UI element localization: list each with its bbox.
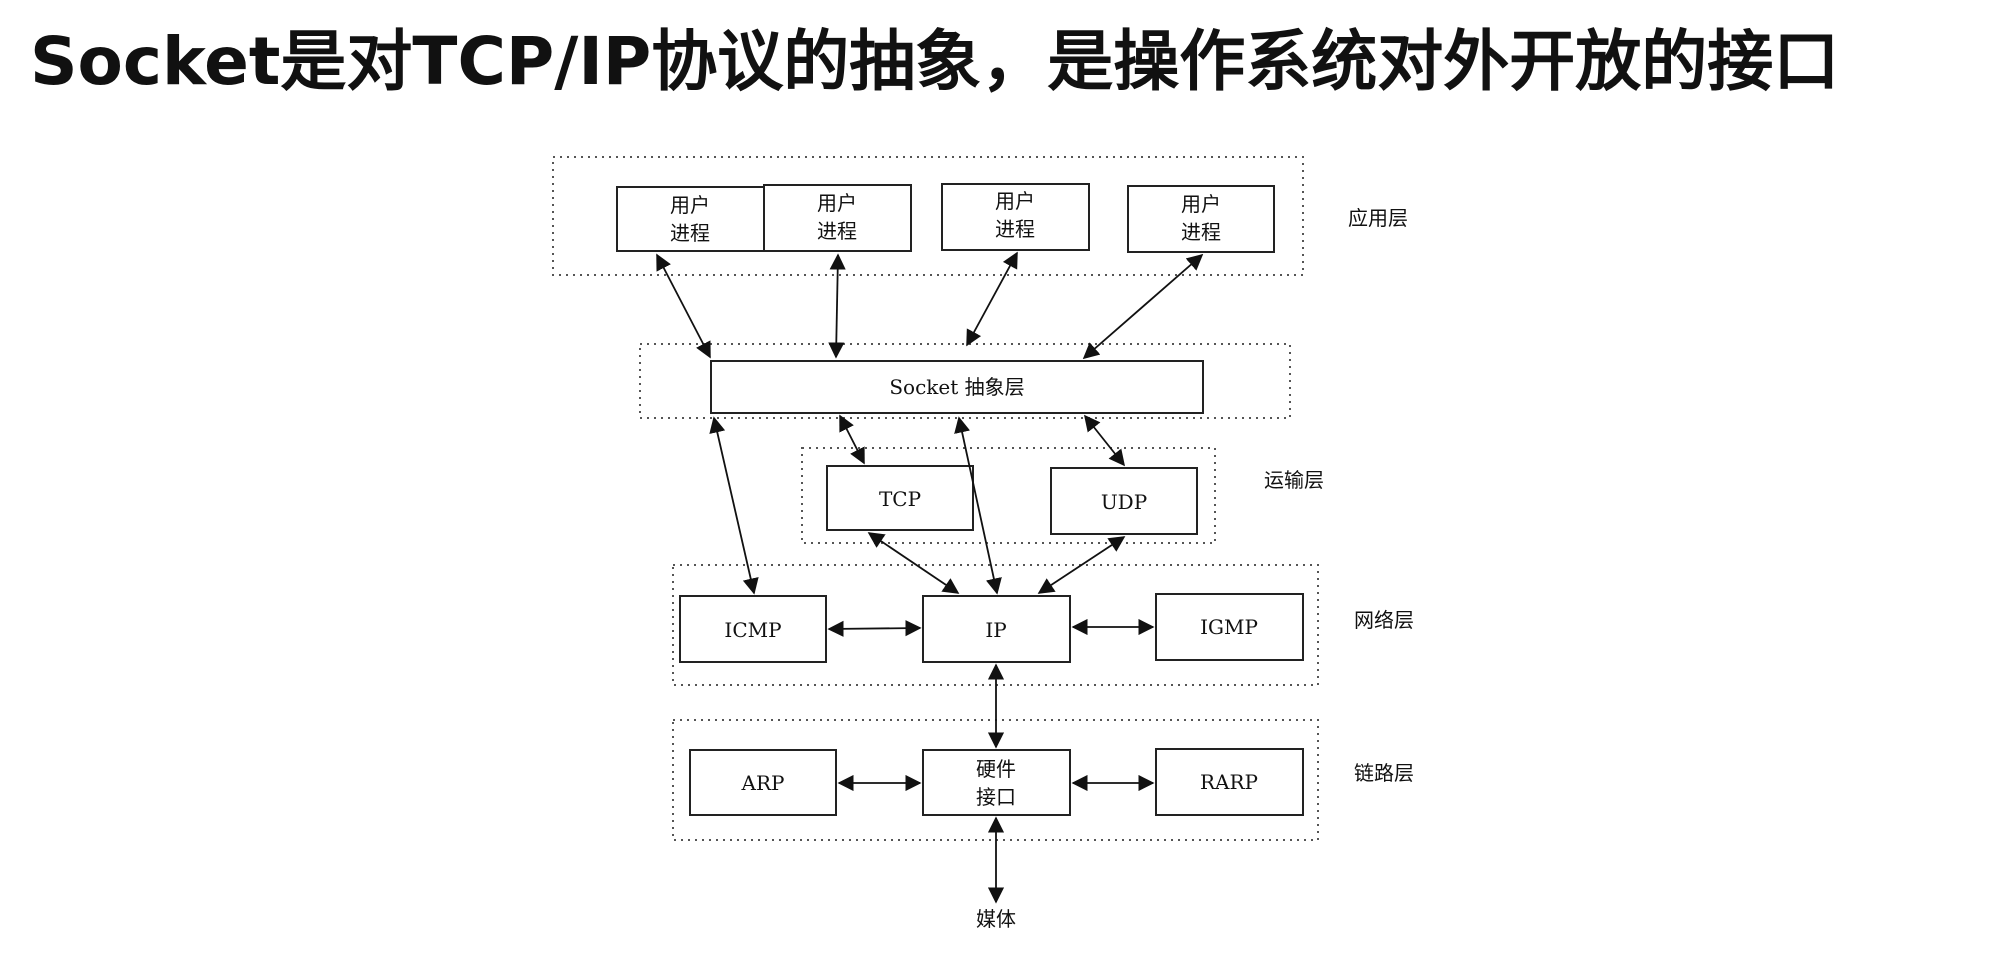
- icmp-label: ICMP: [724, 618, 781, 642]
- tcp-label: TCP: [879, 487, 921, 511]
- igmp-box: [1155, 593, 1304, 661]
- user-process-4-line1: 用户: [1181, 192, 1221, 216]
- socket-abstraction-box: [710, 360, 1204, 414]
- igmp-label: IGMP: [1200, 615, 1258, 639]
- user-process-3-line1: 用户: [995, 189, 1035, 213]
- udp-label: UDP: [1101, 490, 1147, 514]
- user-process-box-2: [763, 184, 912, 252]
- socket-layer-group: [639, 343, 1291, 419]
- user-process-4-line2: 进程: [1181, 220, 1221, 244]
- user-process-box-4: [1127, 185, 1275, 253]
- rarp-box: [1155, 748, 1304, 816]
- arrow-icmp-ip: [827, 620, 922, 637]
- user-process-box-1: [616, 186, 765, 252]
- arrow-process4-socket: [1082, 253, 1204, 360]
- user-process-2-line1: 用户: [817, 191, 857, 215]
- hardware-interface-box: [922, 749, 1071, 816]
- arrow-tcp-ip: [867, 532, 960, 594]
- ip-box: [922, 595, 1071, 663]
- arrow-socket-udp: [1083, 414, 1126, 467]
- user-process-box-3: [941, 183, 1090, 251]
- arrow-udp-ip: [1037, 536, 1126, 594]
- media-label: 媒体: [976, 907, 1016, 931]
- hardware-interface-line1: 硬件: [976, 757, 1016, 781]
- transport-layer-group: [801, 447, 1216, 544]
- udp-box: [1050, 467, 1198, 535]
- arp-box: [689, 749, 837, 816]
- user-process-3-line2: 进程: [995, 217, 1035, 241]
- rarp-label: RARP: [1200, 770, 1258, 794]
- icmp-box: [679, 595, 827, 663]
- arrow-process3-socket: [966, 251, 1018, 347]
- arp-label: ARP: [741, 771, 785, 795]
- user-process-1-line1: 用户: [670, 193, 710, 217]
- user-process-2-line2: 进程: [817, 219, 857, 243]
- ip-label: IP: [985, 618, 1006, 642]
- arrow-socket-icmp: [709, 416, 759, 595]
- app-layer-label: 应用层: [1348, 206, 1408, 230]
- arrow-socket-ip: [954, 416, 1002, 595]
- network-layer-label: 网络层: [1354, 608, 1414, 632]
- hardware-interface-line2: 接口: [976, 785, 1016, 809]
- arrow-socket-tcp: [839, 414, 865, 465]
- link-layer-label: 链路层: [1354, 761, 1414, 785]
- transport-layer-label: 运输层: [1264, 468, 1324, 492]
- arrow-process2-socket: [828, 253, 846, 359]
- user-process-1-line2: 进程: [670, 221, 710, 245]
- socket-abstraction-label: Socket 抽象层: [889, 375, 1024, 399]
- arrow-process1-socket: [656, 253, 711, 359]
- page-title: Socket是对TCP/IP协议的抽象，是操作系统对外开放的接口: [30, 23, 1840, 100]
